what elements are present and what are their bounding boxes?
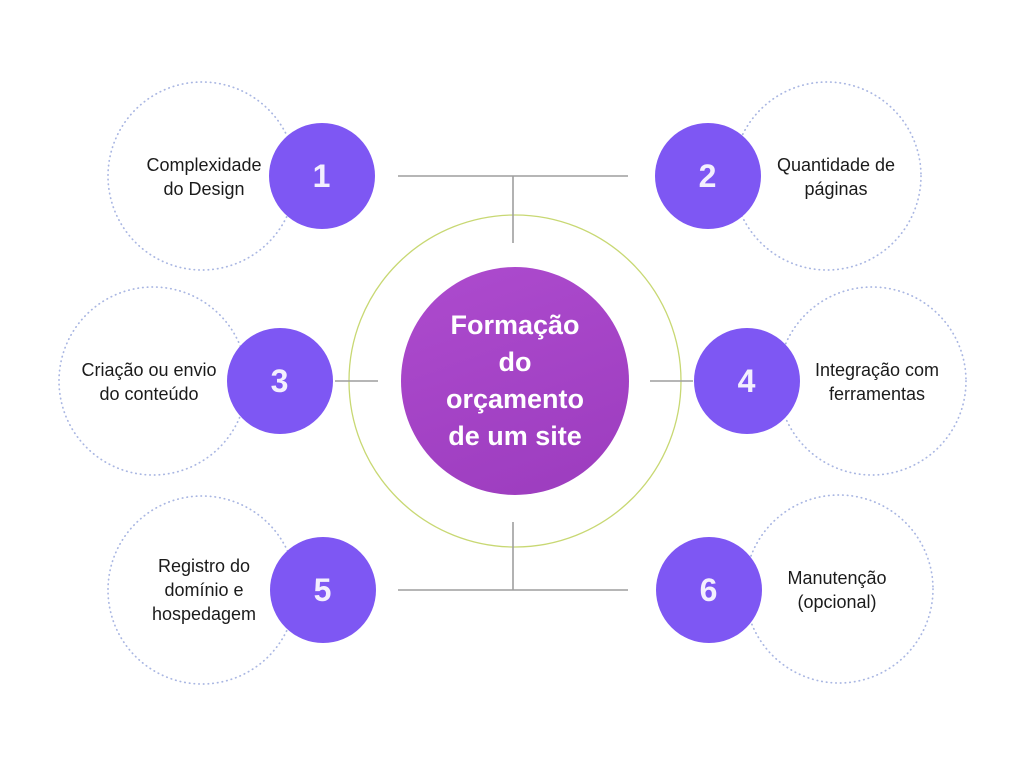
- node-label-3: Criação ou envio do conteúdo: [49, 358, 249, 406]
- center-title-line-2: do: [498, 347, 532, 377]
- dotted-halo-node-6: [744, 494, 934, 684]
- node-label-1-line-1: Complexidade: [146, 155, 262, 175]
- node-label-6-line-2: (opcional): [797, 592, 877, 612]
- node-circle-2: 2: [655, 123, 761, 229]
- node-label-5-line-3: hospedagem: [151, 604, 257, 624]
- node-circle-1: 1: [269, 123, 375, 229]
- center-topic-title: Formação do orçamento de um site: [446, 307, 584, 455]
- node-label-5-line-2: domínio e: [164, 580, 244, 600]
- node-label-1-line-2: do Design: [163, 179, 245, 199]
- node-number-1: 1: [312, 157, 332, 194]
- node-label-3-line-2: do conteúdo: [99, 384, 199, 404]
- node-circle-5: 5: [270, 537, 376, 643]
- center-topic-circle: Formação do orçamento de um site: [401, 267, 629, 495]
- node-label-2-line-2: páginas: [804, 179, 868, 199]
- node-label-5-line-1: Registro do: [157, 556, 251, 576]
- center-title-line-3: orçamento: [445, 384, 585, 414]
- node-label-4-line-1: Integração com: [814, 360, 940, 380]
- dotted-halo-node-4: [777, 286, 967, 476]
- node-circle-4: 4: [694, 328, 800, 434]
- node-number-2: 2: [698, 157, 718, 194]
- node-label-2-line-1: Quantidade de: [776, 155, 896, 175]
- node-number-5: 5: [313, 571, 333, 608]
- node-label-6-line-1: Manutenção: [787, 568, 887, 588]
- center-title-line-1: Formação: [450, 310, 580, 340]
- node-label-5: Registro do domínio e hospedagem: [119, 554, 289, 626]
- node-label-2: Quantidade de páginas: [741, 153, 931, 201]
- node-label-4: Integração com ferramentas: [782, 358, 972, 406]
- node-circle-3: 3: [227, 328, 333, 434]
- node-label-1: Complexidade do Design: [114, 153, 294, 201]
- node-number-6: 6: [699, 571, 719, 608]
- node-label-4-line-2: ferramentas: [828, 384, 926, 404]
- node-label-3-line-1: Criação ou envio: [81, 360, 217, 380]
- node-number-4: 4: [737, 362, 757, 399]
- node-circle-6: 6: [656, 537, 762, 643]
- dotted-halo-node-2: [732, 81, 922, 271]
- center-title-line-4: de um site: [448, 421, 582, 451]
- node-label-6: Manutenção (opcional): [757, 566, 917, 614]
- node-number-3: 3: [270, 362, 290, 399]
